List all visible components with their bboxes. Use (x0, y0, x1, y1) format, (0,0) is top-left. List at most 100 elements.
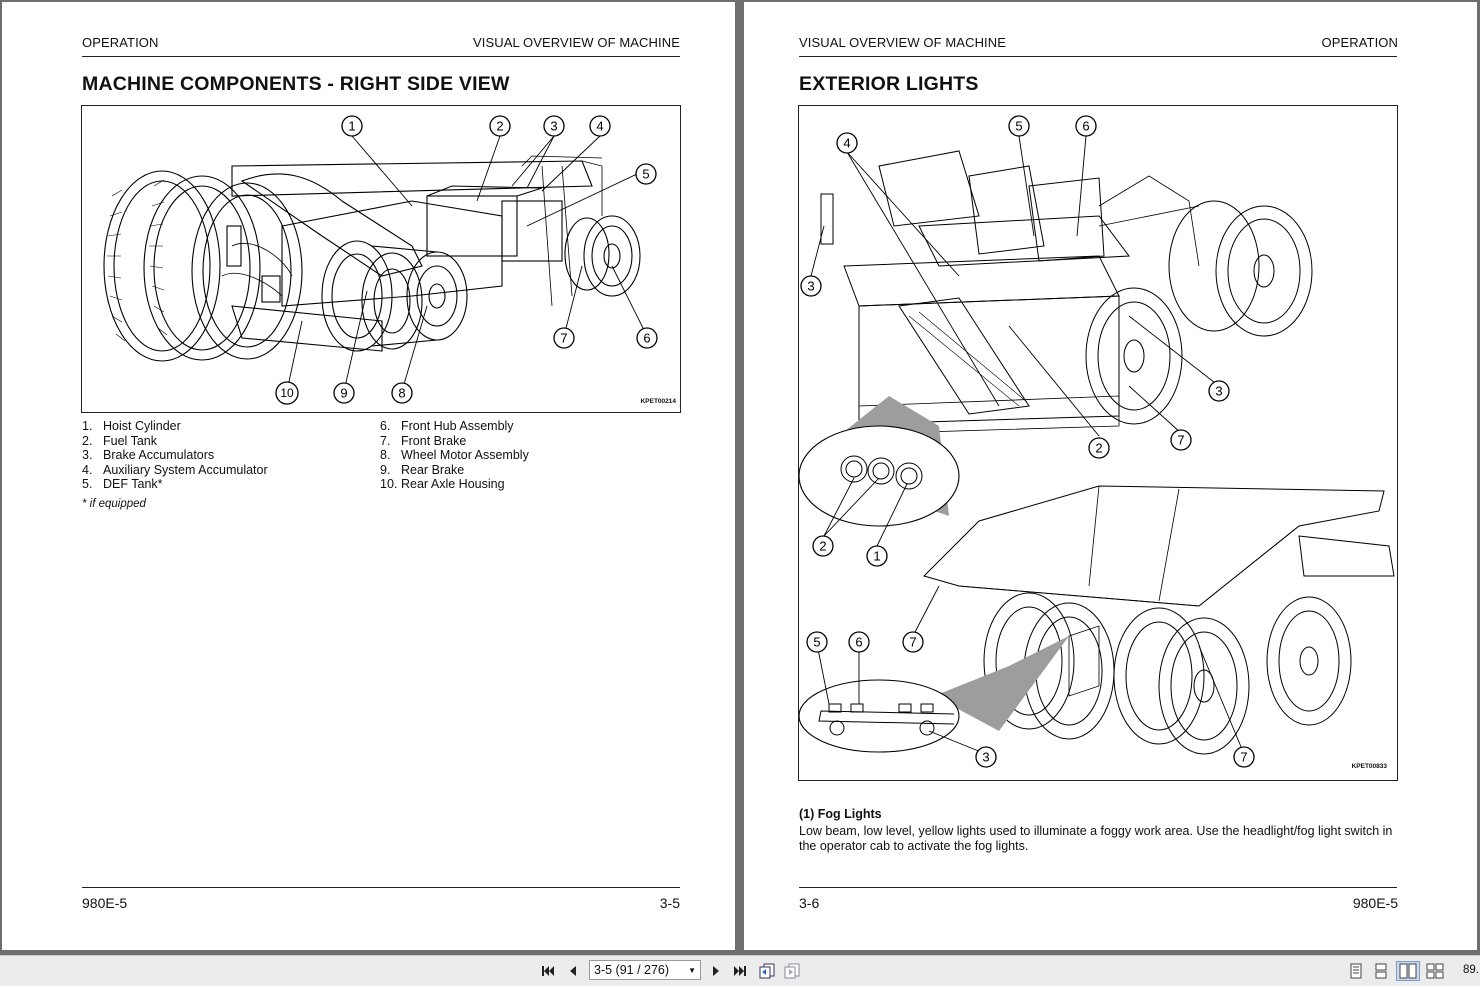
callout-7: 7 (1170, 429, 1192, 451)
callout-5: 5 (1008, 115, 1030, 137)
next-page-icon (713, 966, 719, 976)
legend-item: 7.Front Brake (380, 433, 467, 448)
callout-2: 2 (812, 535, 834, 557)
svg-text:4: 4 (596, 119, 603, 134)
svg-text:1: 1 (348, 119, 355, 134)
first-page-button[interactable] (538, 961, 558, 981)
callout-6: 6 (848, 631, 870, 653)
legend-item: 5.DEF Tank* (82, 477, 163, 491)
zoom-level[interactable]: 89. (1463, 964, 1479, 976)
legend-item: 10.Rear Axle Housing (380, 477, 505, 491)
svg-text:3: 3 (550, 119, 557, 134)
svg-text:5: 5 (642, 167, 649, 182)
figure-id: KPET00833 (1351, 763, 1387, 770)
last-page-button[interactable] (730, 961, 750, 981)
page-title: MACHINE COMPONENTS - RIGHT SIDE VIEW (82, 73, 510, 95)
facing-pages-icon (1399, 963, 1417, 979)
callout-2: 2 (489, 115, 511, 137)
callout-1: 1 (341, 115, 363, 137)
legend-item: 8.Wheel Motor Assembly (380, 448, 529, 462)
callout-6: 6 (636, 327, 658, 349)
footer-model: 980E-5 (1352, 895, 1398, 911)
legend-left: 1.Hoist Cylinder 2.Fuel Tank 3.Brake Acc… (82, 419, 268, 492)
svg-text:7: 7 (1240, 750, 1247, 765)
callout-7: 7 (902, 631, 924, 653)
callout-1: 1 (866, 545, 888, 567)
callout-3: 3 (975, 746, 997, 768)
section-body: Low beam, low level, yellow lights used … (799, 824, 1393, 853)
single-page-view-button[interactable] (1346, 961, 1366, 981)
callout-3: 3 (543, 115, 565, 137)
footnote: * if equipped (82, 498, 146, 510)
svg-text:6: 6 (643, 331, 650, 346)
machine-components-figure: 1 2 3 4 5 6 7 8 9 10 KPET00214 (81, 105, 681, 413)
history-back-icon (759, 963, 775, 979)
single-page-icon (1350, 963, 1362, 979)
footer-rule (799, 887, 1397, 888)
left-page: OPERATION VISUAL OVERVIEW OF MACHINE MAC… (2, 2, 735, 950)
svg-text:3: 3 (807, 279, 814, 294)
svg-text:2: 2 (496, 119, 503, 134)
svg-text:8: 8 (398, 386, 405, 401)
right-header-section: OPERATION (1321, 35, 1398, 50)
callout-5: 5 (806, 631, 828, 653)
history-forward-button[interactable] (782, 961, 802, 981)
footer-rule (82, 887, 680, 888)
chevron-down-icon[interactable]: ▼ (688, 965, 696, 975)
svg-text:7: 7 (909, 635, 916, 650)
svg-text:2: 2 (1095, 441, 1102, 456)
svg-text:4: 4 (843, 136, 850, 151)
callout-10: 10 (275, 381, 299, 405)
legend-item: 4.Auxiliary System Accumulator (82, 462, 268, 477)
legend-item: 9.Rear Brake (380, 462, 465, 477)
svg-text:5: 5 (813, 635, 820, 650)
callout-4: 4 (589, 115, 611, 137)
continuous-page-icon (1375, 963, 1387, 979)
facing-continuous-view-button[interactable] (1425, 961, 1445, 981)
svg-text:6: 6 (855, 635, 862, 650)
svg-text:3: 3 (1215, 384, 1222, 399)
navigation-toolbar: 3-5 (91 / 276) ▼ 89. (0, 955, 1480, 986)
callout-3: 3 (1208, 380, 1230, 402)
callout-8: 8 (391, 382, 413, 404)
facing-continuous-icon (1426, 963, 1444, 979)
callout-5: 5 (635, 163, 657, 185)
svg-text:10: 10 (280, 386, 294, 400)
left-header-section: OPERATION (82, 35, 159, 50)
section-heading: (1) Fog Lights (799, 807, 882, 821)
machine-illustration: 1 2 3 4 5 6 7 8 9 10 (103, 115, 658, 405)
figure-id: KPET00214 (640, 398, 676, 405)
last-page-icon (734, 966, 746, 976)
legend-item: 3.Brake Accumulators (82, 448, 215, 462)
facing-pages-view-button[interactable] (1396, 961, 1420, 981)
header-rule (82, 56, 680, 57)
history-back-button[interactable] (757, 961, 777, 981)
callout-2: 2 (1088, 437, 1110, 459)
callout-3: 3 (800, 275, 822, 297)
page-title: EXTERIOR LIGHTS (799, 73, 979, 95)
svg-text:5: 5 (1015, 119, 1022, 134)
right-header-chapter: VISUAL OVERVIEW OF MACHINE (799, 35, 1007, 50)
truck-illustration: 5 6 4 3 3 2 7 2 1 7 5 6 3 7 (799, 115, 1395, 768)
svg-text:1: 1 (873, 549, 880, 564)
footer-page-number: 3-6 (799, 895, 820, 911)
exterior-lights-figure: 5 6 4 3 3 2 7 2 1 7 5 6 3 7 KPET00833 (798, 105, 1398, 781)
legend-item: 6.Front Hub Assembly (380, 419, 514, 433)
page-number-field[interactable]: 3-5 (91 / 276) ▼ (589, 960, 701, 980)
next-page-button[interactable] (706, 961, 726, 981)
svg-text:3: 3 (982, 750, 989, 765)
header-rule (799, 56, 1397, 57)
legend-right: 6.Front Hub Assembly 7.Front Brake 8.Whe… (380, 419, 529, 492)
previous-page-button[interactable] (563, 961, 583, 981)
previous-page-icon (570, 966, 576, 976)
continuous-view-button[interactable] (1371, 961, 1391, 981)
page-number-value: 3-5 (91 / 276) (594, 963, 670, 977)
first-page-icon (542, 966, 554, 976)
svg-text:9: 9 (340, 386, 347, 401)
svg-text:7: 7 (560, 331, 567, 346)
left-header-chapter: VISUAL OVERVIEW OF MACHINE (472, 35, 680, 50)
footer-model: 980E-5 (82, 895, 128, 911)
callout-7: 7 (553, 327, 575, 349)
svg-text:2: 2 (819, 539, 826, 554)
history-forward-icon (784, 963, 800, 979)
